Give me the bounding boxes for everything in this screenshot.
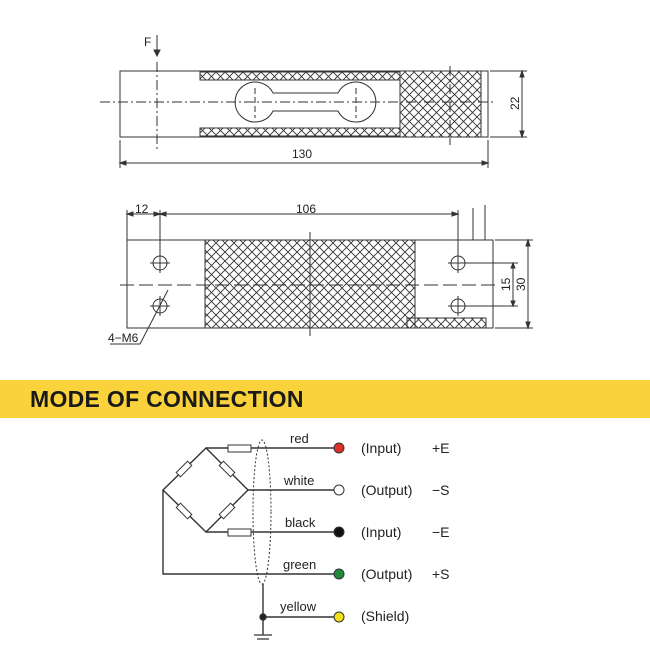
section-banner: MODE OF CONNECTION <box>0 380 650 418</box>
red-terminal <box>333 442 345 454</box>
wire-function: (Input) <box>361 440 401 456</box>
bottom-view <box>110 205 533 345</box>
yellow-terminal <box>333 611 345 623</box>
length-dimension: 130 <box>292 147 312 161</box>
section-title: MODE OF CONNECTION <box>30 386 304 412</box>
wire-color-label: red <box>290 431 309 446</box>
wire-color-label: green <box>283 557 316 572</box>
green-terminal <box>333 568 345 580</box>
force-label: F <box>144 35 151 49</box>
wire-function: (Output) <box>361 482 412 498</box>
wire-signal: +E <box>432 440 450 456</box>
white-terminal <box>333 484 345 496</box>
wire-function: (Input) <box>361 524 401 540</box>
wire-terminals <box>333 442 345 623</box>
hole-spec-label: 4−M6 <box>108 331 139 345</box>
edge-offset-dimension: 12 <box>135 202 149 216</box>
wire-signal: +S <box>432 566 450 582</box>
bridge-circuit <box>161 439 339 640</box>
width-dimension: 30 <box>514 277 528 291</box>
wire-signal: −S <box>432 482 450 498</box>
wire-color-label: black <box>285 515 316 530</box>
hole-spacing-dimension: 106 <box>296 202 316 216</box>
height-dimension: 22 <box>508 96 522 110</box>
black-terminal <box>333 526 345 538</box>
wire-function: (Output) <box>361 566 412 582</box>
wire-color-label: white <box>283 473 314 488</box>
wire-signal: −E <box>432 524 450 540</box>
hole-pitch-dimension: 15 <box>499 277 513 291</box>
wire-function: (Shield) <box>361 608 409 624</box>
wire-color-label: yellow <box>280 599 317 614</box>
top-view <box>100 35 527 168</box>
